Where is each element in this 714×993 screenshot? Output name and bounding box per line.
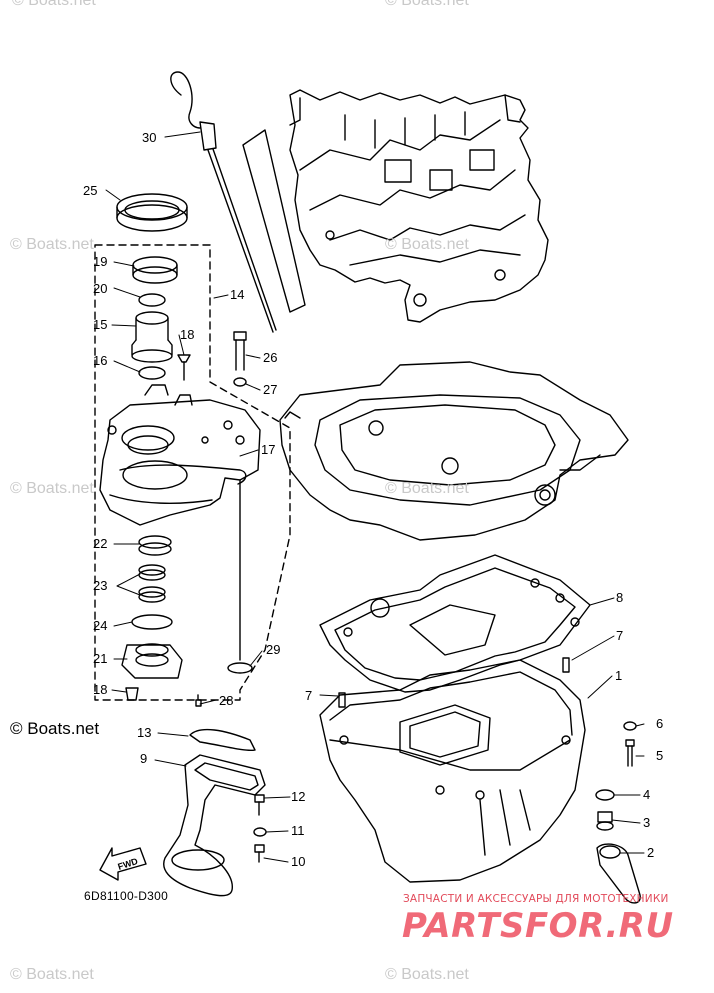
callout-11: 11 [291, 823, 305, 838]
dipstick [170, 71, 277, 333]
callout-9: 9 [140, 751, 147, 766]
callout-25: 25 [83, 183, 97, 198]
callout-21: 21 [93, 651, 107, 666]
callout-28: 28 [219, 693, 233, 708]
oil-pan [319, 659, 586, 883]
callout-12: 12 [291, 789, 305, 804]
callout-15: 15 [93, 317, 107, 332]
callout-1: 1 [615, 668, 622, 683]
brand-logo: PARTSFOR.RU [402, 906, 674, 946]
watermark: © Boats.net [385, 966, 469, 983]
pump-housing [99, 384, 261, 526]
callout-22: 22 [93, 536, 107, 551]
lower-seals [121, 479, 253, 707]
seal-ring-25 [116, 193, 188, 232]
callout-24: 24 [93, 618, 107, 633]
callout-10: 10 [291, 854, 305, 869]
callout-5: 5 [656, 748, 663, 763]
callout-8: 8 [616, 590, 623, 605]
oil-strainer [163, 728, 267, 897]
callout-29: 29 [266, 642, 280, 657]
copyright-label: © Boats.net [10, 719, 100, 738]
fwd-arrow-icon [99, 847, 147, 881]
part-code: 6D81100-D300 [84, 889, 169, 903]
watermark: © Boats.net [385, 0, 469, 9]
callout-18-lower: 18 [93, 682, 107, 697]
callout-2: 2 [647, 845, 654, 860]
callout-7-left: 7 [305, 688, 312, 703]
callout-18-upper: 18 [180, 327, 194, 342]
dipstick-guide [242, 129, 306, 313]
leader-lines [105, 131, 645, 863]
callout-17: 17 [261, 442, 275, 457]
assembly-outline [94, 244, 291, 701]
engine-block [289, 89, 549, 323]
callout-30: 30 [142, 130, 156, 145]
brand-tagline: ЗАПЧАСТИ И АКСЕССУАРЫ ДЛЯ МОТОТЕХНИКИ [403, 893, 669, 905]
callout-7-right: 7 [616, 628, 623, 643]
callout-6: 6 [656, 716, 663, 731]
gasket [319, 554, 591, 693]
callout-3: 3 [643, 815, 650, 830]
callout-27: 27 [263, 382, 277, 397]
callout-13: 13 [137, 725, 151, 740]
watermark: © Boats.net [12, 0, 96, 9]
small-parts [131, 256, 247, 387]
dowel-pins [338, 657, 570, 708]
callout-26: 26 [263, 350, 277, 365]
drain-parts [595, 721, 641, 904]
watermark: © Boats.net [10, 480, 94, 497]
watermark: © Boats.net [385, 480, 469, 497]
callout-23: 23 [93, 578, 107, 593]
callout-19: 19 [93, 254, 107, 269]
exhaust-guide [279, 361, 629, 541]
watermark: © Boats.net [10, 236, 94, 253]
callout-4: 4 [643, 787, 650, 802]
callout-16: 16 [93, 353, 107, 368]
callout-numbers: 30 25 19 20 15 18 16 14 26 27 17 22 23 2… [83, 130, 663, 869]
callout-14: 14 [230, 287, 244, 302]
watermark: © Boats.net [385, 236, 469, 253]
callout-20: 20 [93, 281, 107, 296]
watermark: © Boats.net [10, 966, 94, 983]
